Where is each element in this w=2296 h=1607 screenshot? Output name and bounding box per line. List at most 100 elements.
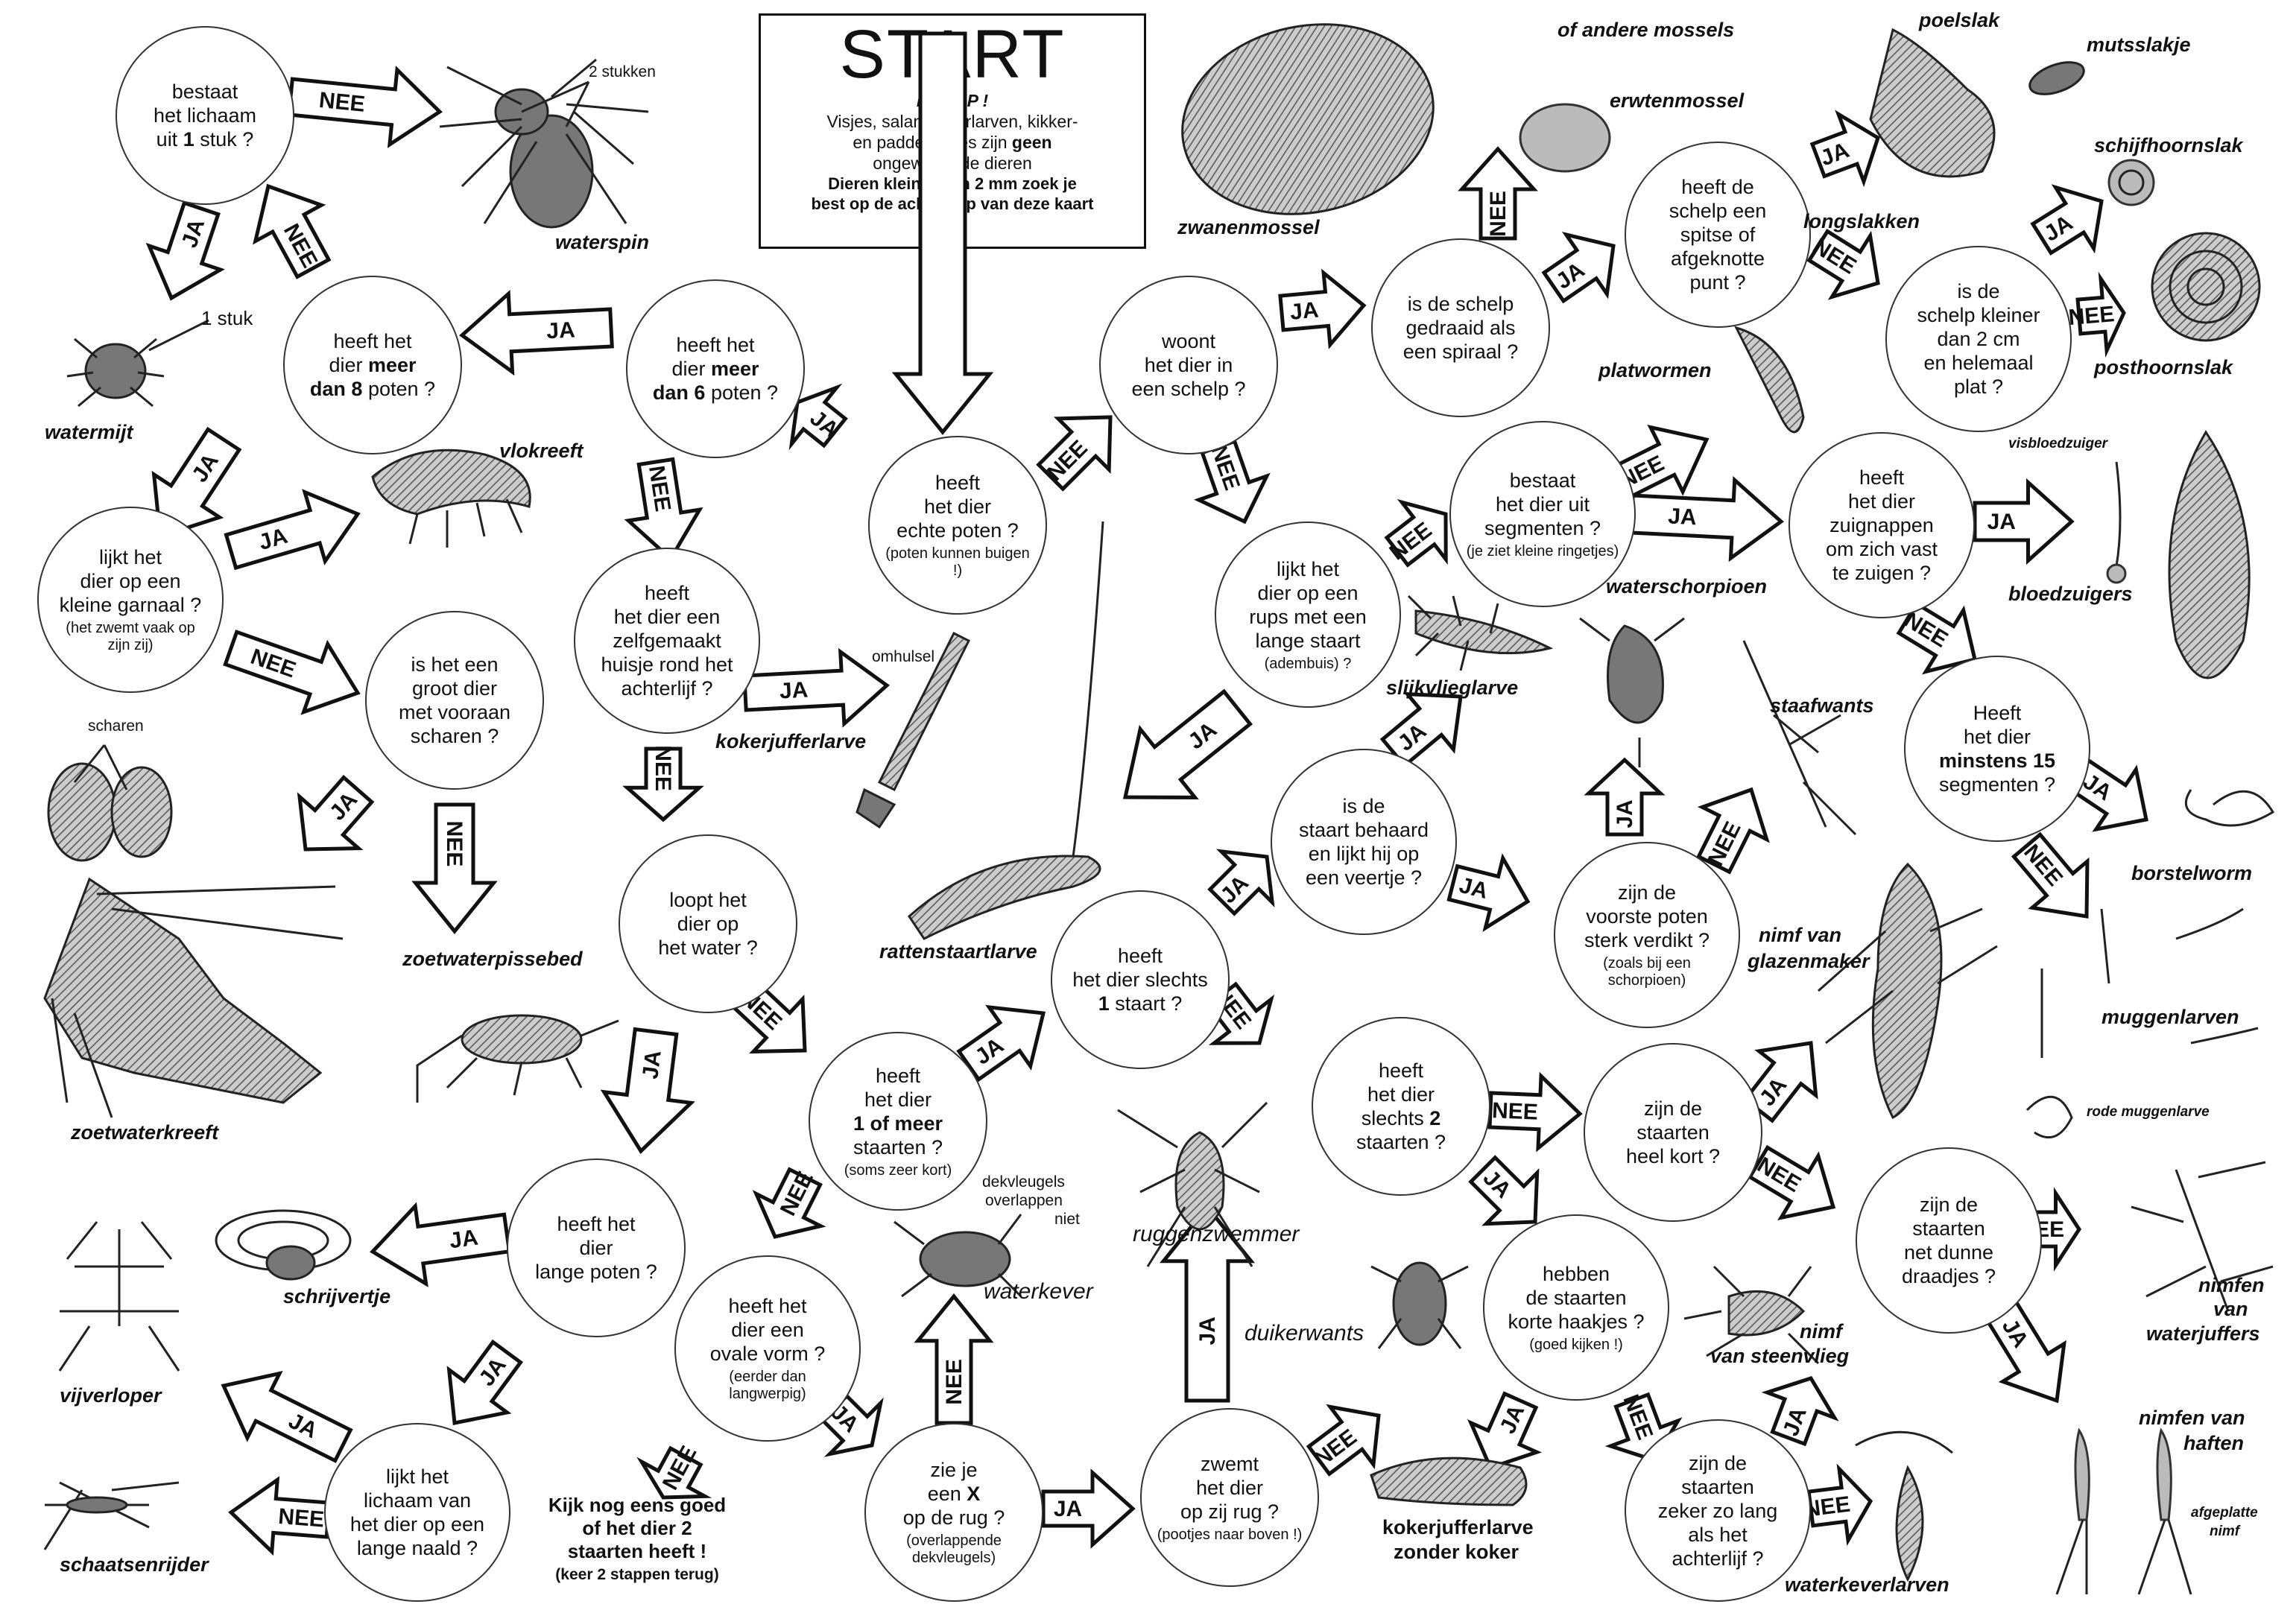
label-nimf-glazenmaker-1: nimf van: [1759, 924, 1841, 947]
arrow-label-no: NEE: [2067, 302, 2115, 330]
staarten-bold: 1 of meer: [853, 1112, 943, 1135]
label-nimf-steenvlieg-1: nimf: [1800, 1320, 1842, 1343]
arrow-label-no: NEE: [942, 1359, 967, 1405]
zuignappen-l1: heeft: [1859, 466, 1904, 489]
een-stuk-l1: bestaat: [172, 80, 238, 104]
zuignappen-l4: om zich vast: [1826, 537, 1938, 561]
question-zo-lang: zijn de staarten zeker zo lang als het a…: [1625, 1419, 1811, 1602]
final-sub: (keer 2 stappen terug): [514, 1563, 760, 1586]
dragonfly-nymph-illustration: [1818, 864, 1997, 1118]
question-echte-poten: heeft het dier echte poten ? (poten kunn…: [868, 436, 1047, 615]
crayfish-illustration: [45, 764, 343, 1118]
schelp-l3: een schelp ?: [1131, 377, 1245, 401]
note-dekvleugels-2: overlappen: [985, 1192, 1063, 1210]
label-kokerjufferlarve-zonder-1: kokerjufferlarve: [1382, 1516, 1534, 1539]
label-zwanenmossel: zwanenmossel: [1177, 216, 1320, 239]
question-zuignappen: heeft het dier zuignappen om zich vast t…: [1789, 432, 1975, 618]
x-l2: een X: [928, 1482, 981, 1506]
leech-illustration: [2169, 432, 2249, 678]
pea-mussel-illustration: [1520, 104, 1610, 171]
label-rode-muggenlarve: rode muggenlarve: [2087, 1104, 2210, 1121]
haakjes-l2: de staarten: [1525, 1286, 1626, 1310]
question-lange-poten: heeft het dier lange poten ?: [507, 1159, 686, 1337]
label-rattenstaartlarve: rattenstaartlarve: [879, 940, 1037, 963]
final-line3: staarten heeft !: [514, 1540, 760, 1563]
alderfly-larva-illustration: [1408, 596, 1550, 671]
arrow-label-yes: JA: [1195, 1316, 1220, 1345]
question-spitse: heeft de schelp een spitse of afgeknotte…: [1625, 142, 1811, 328]
arrow-8: [227, 492, 358, 568]
arrow-label-yes: JA: [546, 317, 576, 343]
zij-rug-sub: (pootjes naar boven !): [1157, 1527, 1303, 1544]
naald-l2: lichaam van: [364, 1489, 471, 1512]
label-poelslak: poelslak: [1919, 9, 1999, 32]
een-stuk-l3a: uit: [156, 128, 178, 150]
spiraal-l2: gedraaid als: [1405, 316, 1515, 340]
label-nimfen-haften-2: haften: [2183, 1432, 2244, 1455]
question-kleiner-2cm: is de schelp kleiner dan 2 cm en helemaa…: [1885, 246, 2072, 432]
segmenten-l2: het dier uit: [1496, 492, 1590, 516]
garnaal-sub: (het zwemt vaak op zijn zij): [54, 620, 207, 654]
veertje-l2: staart behaard: [1299, 818, 1429, 842]
question-een-stuk: bestaat het lichaam uit 1 stuk ?: [116, 26, 294, 205]
label-visbloedzuiger: visbloedzuiger: [2008, 436, 2107, 452]
water-l2: dier op: [677, 912, 739, 936]
voorste-poten-l2: voorste poten: [1586, 904, 1708, 928]
scharen-l1: is het een: [411, 653, 498, 676]
question-zij-rug: zwemt het dier op zij rug ? (pootjes naa…: [1140, 1408, 1319, 1587]
scharen-l3: met vooraan: [399, 700, 510, 724]
arrow-0: [896, 34, 990, 432]
zo-lang-l3: zeker zo lang: [1658, 1499, 1778, 1523]
rups-sub: (adembuis) ?: [1265, 656, 1352, 673]
label-erwtenmossel: erwtenmossel: [1610, 89, 1744, 112]
label-nimf-glazenmaker-2: glazenmaker: [1748, 950, 1870, 973]
question-garnaal: lijkt het dier op een kleine garnaal ? (…: [37, 507, 224, 693]
arrow-label-yes: JA: [1668, 504, 1698, 530]
meer-8-l3b: dan 8: [310, 378, 363, 400]
label-nimf-steenvlieg-2: van steenvlieg: [1710, 1345, 1849, 1368]
meer-8-l1: heeft het: [333, 329, 411, 353]
dunne-l2: staarten: [1912, 1217, 1985, 1240]
zo-lang-l2: staarten: [1681, 1475, 1754, 1499]
een-staart-l2: het dier slechts: [1072, 968, 1208, 992]
schelp-l2: het dier in: [1145, 353, 1233, 377]
label-platwormen: platwormen: [1598, 359, 1712, 382]
zo-lang-l5: achterlijf ?: [1672, 1547, 1763, 1570]
label-zoetwaterkreeft: zoetwaterkreeft: [71, 1121, 218, 1144]
final-note: Kijk nog eens goed of het dier 2 staarte…: [514, 1494, 760, 1586]
question-spiraal: is de schelp gedraaid als een spiraal ?: [1371, 238, 1550, 417]
vijftien-l2: het dier: [1964, 725, 2031, 749]
bladder-snail-illustration: [2025, 56, 2088, 101]
label-bloedzuigers: bloedzuigers: [2008, 583, 2133, 606]
label-posthoornslak: posthoornslak: [2094, 356, 2233, 379]
ovaal-sub: (eerder dan langwerpig): [691, 1369, 844, 1403]
arrow-17: [373, 1206, 509, 1284]
water-stick-insect-illustration: [1744, 641, 1856, 834]
final-line2: of het dier 2: [514, 1517, 760, 1540]
twee-staarten-l3a: slechts: [1362, 1107, 1424, 1129]
twee-staarten-l2: het dier: [1367, 1083, 1435, 1106]
label-watermijt: watermijt: [45, 421, 133, 444]
label-zoetwaterpissebed: zoetwaterpissebed: [402, 948, 583, 971]
dunne-l3: net dunne: [1904, 1240, 1993, 1264]
meer-6-l3c: poten ?: [711, 381, 778, 404]
question-vijftien: Heeft het dier minstens 15 segmenten ?: [1904, 656, 2090, 842]
question-huisje: heeft het dier een zelfgemaakt huisje ro…: [574, 548, 760, 734]
huisje-l1: heeft: [645, 581, 689, 605]
staarten-sub: (soms zeer kort): [844, 1162, 952, 1179]
zuignappen-l5: te zuigen ?: [1832, 561, 1931, 585]
arrow-label-yes: JA: [448, 1226, 480, 1254]
question-schelp: woont het dier in een schelp ?: [1099, 276, 1278, 454]
label-waterkever: waterkever: [984, 1279, 1093, 1305]
staarten-l1: heeft: [876, 1064, 920, 1088]
een-staart-l1: heeft: [1118, 944, 1163, 968]
label-nimfen-haften-1: nimfen van: [2139, 1407, 2245, 1430]
arrow-3: [462, 294, 612, 372]
question-een-staart: heeft het dier slechts 1 staart ?: [1051, 890, 1230, 1069]
zij-rug-l2: het dier: [1196, 1476, 1263, 1500]
label-afgeplatte-1: afgeplatte: [2191, 1505, 2258, 1521]
arrow-label-yes: JA: [1613, 799, 1637, 828]
rups-l2: dier op een: [1257, 581, 1358, 605]
final-line1: Kijk nog eens goed: [514, 1494, 760, 1517]
question-rups: lijkt het dier op een rups met een lange…: [1215, 522, 1401, 708]
